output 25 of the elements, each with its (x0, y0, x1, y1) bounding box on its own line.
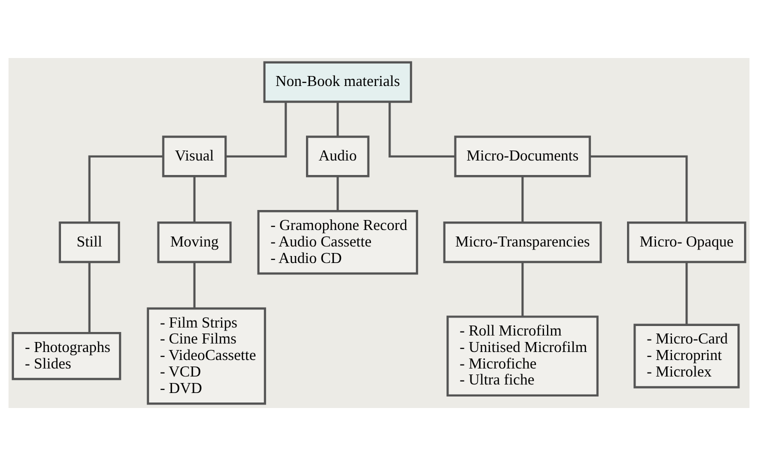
node-box: Audio (306, 136, 370, 178)
connector (88, 262, 91, 333)
connector (88, 155, 164, 222)
connector (226, 102, 287, 158)
node-box: - Roll Microfilm - Unitised Microfilm - Microfiche - Ultra fiche (446, 316, 599, 397)
connector (193, 176, 196, 222)
connector (336, 102, 339, 136)
node-box: Visual (162, 136, 227, 178)
connector (686, 262, 688, 324)
node-box: - Photographs - Slides (12, 332, 122, 380)
node-box: - Film Strips - Cine Films - VideoCassette - VCD - DVD (146, 307, 266, 405)
connector (336, 176, 339, 212)
node-box: Micro-Documents (454, 136, 591, 178)
node-box: Micro- Opaque (627, 222, 746, 264)
node-box: Non-Book materials (263, 61, 412, 103)
node-box: Moving (157, 222, 232, 264)
connector (521, 262, 524, 316)
connector (193, 262, 196, 308)
node-box: Micro-Transparencies (443, 222, 602, 264)
connector (590, 155, 688, 222)
node-box: - Gramophone Record - Audio Cassette - Audio CD (257, 210, 418, 275)
connector (388, 102, 455, 158)
node-box: - Micro-Card - Microprint - Microlex (634, 324, 740, 388)
connector (521, 176, 524, 222)
node-box: Still (58, 222, 120, 264)
